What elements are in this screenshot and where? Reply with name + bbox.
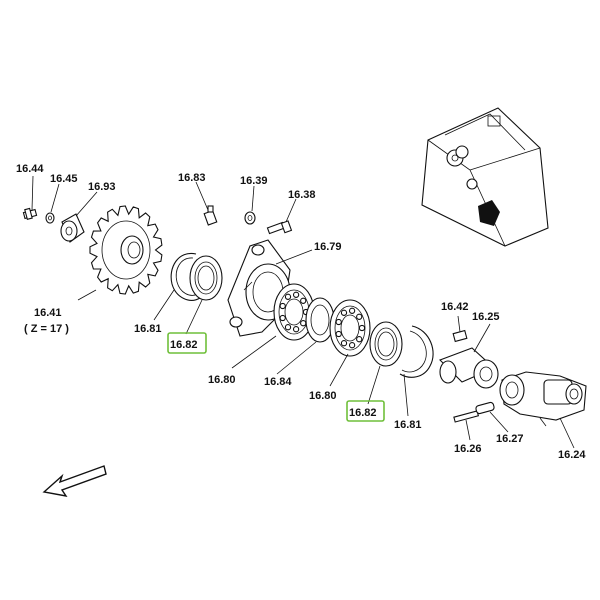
spacer-ring-16-84 [305,297,335,343]
bearing-16-80-right [329,299,371,357]
washer-16-45 [45,212,55,224]
shaft-16-25 [439,347,499,389]
label-16-44: 16.44 [16,163,44,175]
label-16-81-right: 16.81 [394,419,422,431]
label-16-45: 16.45 [50,173,78,185]
label-16-80-left: 16.80 [208,374,236,386]
label-16-38: 16.38 [288,189,316,201]
label-16-80-right: 16.80 [309,390,337,402]
seal-16-82-left [189,255,223,301]
label-16-24: 16.24 [558,449,586,461]
bolt-16-38 [266,220,293,235]
sprocket-16-41 [89,205,163,295]
grease-nipple-16-83 [203,205,218,226]
label-16-79: 16.79 [314,241,342,253]
label-16-81-left: 16.81 [134,323,162,335]
highlight-box-right [346,400,385,422]
label-16-42: 16.42 [441,301,469,313]
washer-16-39 [244,211,256,225]
label-16-39: 16.39 [240,175,268,187]
highlight-box-left [167,332,207,354]
sleeve-16-27 [475,401,495,415]
label-16-27: 16.27 [496,433,524,445]
arrow-southwest-icon [42,465,107,497]
label-16-41: 16.41 [34,307,62,319]
yoke-16-24 [499,371,587,427]
label-z17: ( Z = 17 ) [24,323,69,335]
label-16-93: 16.93 [88,181,116,193]
circlip-16-81-right [399,325,434,378]
spacer-16-93 [60,213,85,243]
key-16-42 [452,329,468,343]
bolt-16-44 [22,207,38,221]
label-16-82-right: 16.82 [349,407,377,419]
leader-lines [31,175,575,449]
label-16-25: 16.25 [472,311,500,323]
label-16-84: 16.84 [264,376,292,388]
label-16-26: 16.26 [454,443,482,455]
seal-16-82-right [369,321,403,367]
label-16-83: 16.83 [178,172,206,184]
machine-overview [421,107,549,247]
label-16-82-left: 16.82 [170,339,198,351]
